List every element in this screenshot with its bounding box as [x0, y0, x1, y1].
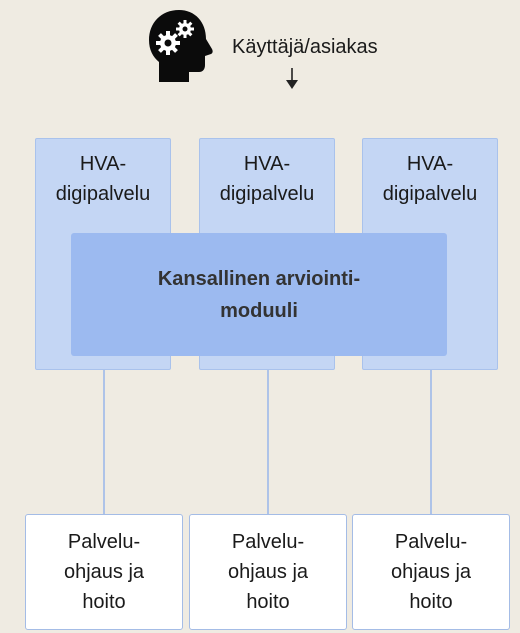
service-label-1: HVA- digipalvelu — [55, 153, 151, 205]
user-head-gears-icon — [149, 10, 213, 82]
endpoint-card-2: Palvelu- ohjaus ja hoito — [189, 514, 347, 630]
service-label-3: HVA- digipalvelu — [382, 153, 478, 205]
service-label-2: HVA- digipalvelu — [219, 153, 315, 205]
endpoint-label-2: Palvelu- ohjaus ja hoito — [227, 531, 309, 613]
assessment-module-label: Kansallinen arviointi- moduuli — [157, 267, 361, 322]
assessment-module: Kansallinen arviointi- moduuli — [71, 233, 447, 356]
endpoint-card-3: Palvelu- ohjaus ja hoito — [352, 514, 510, 630]
endpoint-label-1: Palvelu- ohjaus ja hoito — [63, 531, 145, 613]
endpoint-card-1: Palvelu- ohjaus ja hoito — [25, 514, 183, 630]
down-arrow-icon — [286, 68, 298, 89]
user-label: Käyttäjä/asiakas — [232, 36, 378, 58]
endpoint-label-3: Palvelu- ohjaus ja hoito — [390, 531, 472, 613]
